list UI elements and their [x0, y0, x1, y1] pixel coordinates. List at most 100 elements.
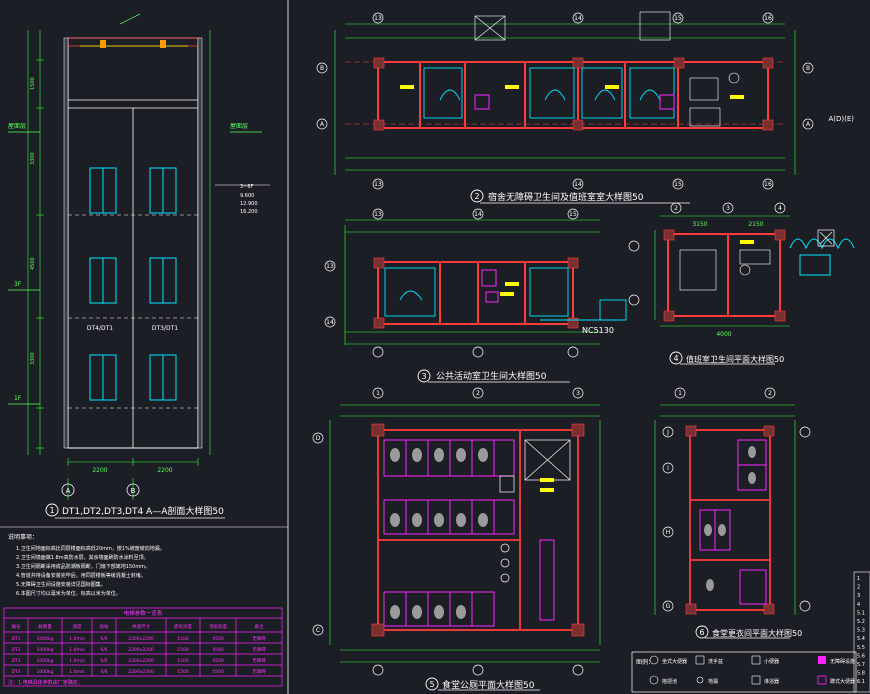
- dorm-row-b-right: B: [806, 65, 810, 72]
- public-title-number: 3: [421, 372, 426, 381]
- squat-toilet-icon: [817, 675, 827, 685]
- legend-item-7: 淋浴器: [764, 678, 779, 685]
- staff-grid-3: 3: [726, 205, 730, 212]
- public-grid-13: 13: [374, 211, 382, 218]
- side-table-row: 4: [857, 602, 860, 608]
- dorm-row-a-right: A: [806, 121, 811, 128]
- schedule-cell: 1.0m/s: [69, 647, 85, 653]
- canteen-locker-title: 食堂更衣间平面大样图50: [712, 628, 802, 638]
- schedule-cell: 6/6: [100, 658, 107, 664]
- side-table-row: 6.1: [857, 679, 865, 685]
- public-grid-15: 15: [569, 211, 577, 218]
- notes-line-1: 1.卫生间地面标高比同层楼面标高低20mm，按1%坡度坡向地漏。: [16, 545, 165, 552]
- schedule-cell: 无障碍: [252, 668, 266, 675]
- dorm-toilet-plan: [316, 11, 814, 204]
- dorm-row-a: A: [320, 121, 325, 128]
- public-toilet-title: 公共活动室卫生间大样图50: [436, 370, 547, 382]
- side-table-row: 2: [857, 585, 860, 591]
- canteen-grid-1: 1: [376, 390, 380, 397]
- elevator-left-dim-4: 3300: [30, 352, 36, 365]
- schedule-cell: 4500: [212, 647, 224, 653]
- schedule-cell: DT3: [11, 658, 20, 664]
- schedule-cell: 无障碍: [252, 657, 266, 664]
- schedule-footer: 注：1.电梯具体参数由厂家确定。: [8, 679, 83, 686]
- dorm-grid-14: 14: [574, 15, 582, 22]
- schedule-cell: 1500: [177, 636, 189, 642]
- locker-title-number: 6: [699, 628, 704, 637]
- elevator-schedule-table: 电梯参数一览表 编号 载重量 速度 层站 井道尺寸 底坑深度 顶层高度 备注 D…: [3, 607, 283, 687]
- schedule-cell: 无障碍: [252, 635, 266, 642]
- schedule-cell: 6/6: [100, 669, 107, 675]
- staff-dim-2: 2150: [748, 221, 763, 228]
- schedule-header-7: 顶层高度: [209, 623, 227, 630]
- side-table-row: 5.1: [857, 610, 865, 616]
- canteen-row-c: C: [316, 627, 320, 634]
- notes-line-4: 4.管道井待设备安装完毕后，用同层楼板等级混凝土封堵。: [16, 572, 146, 579]
- side-table-row: 3: [857, 593, 860, 599]
- canteen-toilet-title: 食堂公厕平面大样图50: [442, 679, 535, 691]
- schedule-cell: 1500: [177, 669, 189, 675]
- locker-row-h: H: [666, 529, 671, 536]
- dorm-toilet-title: 宿舍无障碍卫生间及值班室室大样图50: [488, 191, 644, 203]
- public-row-14: 14: [326, 319, 334, 326]
- elevator-label-left: DT4/DT1: [87, 325, 113, 332]
- schedule-header-5: 井道尺寸: [132, 623, 150, 630]
- schedule-cell: 1000kg: [37, 636, 54, 642]
- elevator-axis-b: B: [131, 487, 136, 495]
- basin-icon: [695, 655, 705, 665]
- elevator-axis-a: A: [66, 487, 71, 495]
- elevator-section: [8, 13, 270, 519]
- elevator-note-1: 9.600: [240, 193, 254, 199]
- elevator-floor-label-1f: 1F: [14, 395, 22, 402]
- mop-sink-icon: [649, 675, 659, 685]
- schedule-header-3: 速度: [73, 623, 82, 630]
- locker-grid-2: 2: [768, 390, 772, 397]
- side-table-row: 5.8: [857, 671, 865, 677]
- canteen-grid-3: 3: [576, 390, 580, 397]
- side-table-row: 5.2: [857, 619, 865, 625]
- schedule-title: 电梯参数一览表: [124, 609, 163, 617]
- side-table-row: 5.6: [857, 653, 865, 659]
- schedule-cell: 1000kg: [37, 669, 54, 675]
- canteen-locker-plan: [654, 387, 811, 639]
- locker-row-i: I: [667, 465, 669, 472]
- notes-heading: 说明事项：: [8, 533, 38, 541]
- elevator-note-floors: 3~6F: [240, 184, 254, 190]
- schedule-cell: 2200x2200: [128, 669, 154, 675]
- schedule-cell: 1.0m/s: [69, 658, 85, 664]
- shower-icon: [751, 675, 761, 685]
- schedule-cell: DT2: [11, 647, 20, 653]
- toilet-icon: [649, 655, 659, 665]
- side-table-row: 5.4: [857, 636, 865, 642]
- schedule-cell: 无障碍: [252, 646, 266, 653]
- elevator-floor-label-3f: 3F: [14, 281, 22, 288]
- notes-line-5: 5.无障碍卫生间设施安装详见国标图集。: [16, 581, 106, 588]
- dorm-row-b: B: [320, 65, 324, 72]
- schedule-cell: 1500: [177, 658, 189, 664]
- public-toilet-plan: [324, 208, 640, 383]
- schedule-cell: 4500: [212, 636, 224, 642]
- staff-toilet-title: 值班室卫生间平面大样图50: [686, 354, 784, 364]
- schedule-header-8: 备注: [255, 623, 264, 630]
- schedule-header-1: 编号: [12, 623, 21, 630]
- staff-dim-1: 3150: [692, 221, 707, 228]
- notes-line-6: 6.本图尺寸均以毫米为单位，标高以米为单位。: [16, 590, 121, 597]
- staff-title-number: 4: [673, 354, 678, 363]
- elevator-left-dim-3: 4500: [30, 257, 36, 270]
- urinal-icon: [751, 655, 761, 665]
- legend-heading: 图例：: [636, 658, 654, 666]
- locker-row-j: J: [666, 429, 669, 436]
- schedule-cell: 6/6: [100, 647, 107, 653]
- elevator-floor-label-roof-right: 屋面层: [230, 123, 248, 130]
- elevator-note-2: 12.900: [240, 201, 258, 207]
- notes-block: 说明事项： 1.卫生间地面标高比同层楼面标高低20mm，按1%坡度坡向地漏。 2…: [8, 533, 165, 597]
- schedule-cell: 6/6: [100, 636, 107, 642]
- dorm-grid-13-bottom: 13: [374, 181, 382, 188]
- schedule-cell: 1000kg: [37, 647, 54, 653]
- elevator-note-3: 16.200: [240, 209, 258, 215]
- schedule-header-2: 载重量: [38, 623, 52, 630]
- canteen-row-d: D: [316, 435, 321, 442]
- elevator-section-title: DT1,DT2,DT3,DT4 A—A剖面大样图50: [62, 505, 224, 517]
